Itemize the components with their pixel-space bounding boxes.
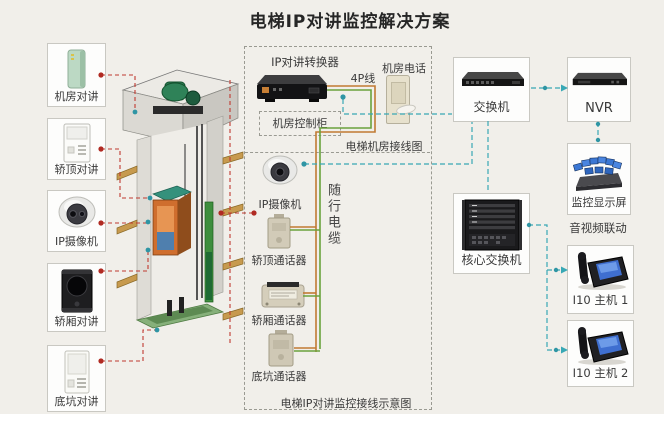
car-top-talker-label: 轿顶通话器 xyxy=(251,254,307,267)
core-switch-icon xyxy=(454,198,529,258)
device-label: 轿顶对讲 xyxy=(54,163,99,176)
host2-box: I10 主机 2 xyxy=(567,320,634,387)
wiring-diagram-border xyxy=(244,46,432,410)
nvr-label: NVR xyxy=(585,101,613,116)
page-title: 电梯IP对讲监控解决方案 xyxy=(249,12,451,32)
bottom-margin xyxy=(0,414,664,429)
nvr-icon xyxy=(568,69,630,93)
traveling-cable-label: 随行电缆 xyxy=(325,183,340,247)
car-top-intercom-box: 轿顶对讲 xyxy=(47,118,106,180)
host1-label: I10 主机 1 xyxy=(572,293,629,307)
device-label: 机房对讲 xyxy=(54,90,99,103)
device-label: 轿厢对讲 xyxy=(54,315,99,328)
car-intercom-box: 轿厢对讲 xyxy=(47,263,106,332)
car-top-talker-icon xyxy=(267,214,291,254)
wiring-camera-label: IP摄像机 xyxy=(258,198,302,211)
machine-room-phone-label: 机房电话 xyxy=(382,62,426,75)
switch-box: 交换机 xyxy=(453,57,530,122)
monitor-screen-label: 监控显示屏 xyxy=(571,196,627,209)
device-label: IP摄像机 xyxy=(55,235,98,248)
wiring-dome-camera-icon xyxy=(261,155,299,191)
converter-label: IP对讲转换器 xyxy=(271,55,339,69)
control-cabinet-box: 机房控制柜 xyxy=(259,111,341,136)
pit-intercom-box: 底坑对讲 xyxy=(47,345,106,412)
host2-label: I10 主机 2 xyxy=(572,366,629,380)
dome-camera-icon xyxy=(48,195,105,233)
core-switch-box: 核心交换机 xyxy=(453,193,530,274)
car-intercom-icon xyxy=(48,268,105,318)
car-talker-icon xyxy=(261,281,305,315)
ip-converter-icon xyxy=(257,72,327,108)
switch-label: 交换机 xyxy=(473,100,510,114)
host1-box: I10 主机 1 xyxy=(567,245,634,314)
pit-talker-icon xyxy=(267,330,295,372)
wire-4p-label: 4P线 xyxy=(350,72,376,85)
switch-icon xyxy=(454,69,529,93)
ip-phone-icon xyxy=(568,324,633,370)
ip-phone-icon xyxy=(568,249,633,295)
monitor-screen-box: 监控显示屏 xyxy=(567,143,631,215)
car-top-intercom-icon xyxy=(48,123,105,167)
ip-camera-box: IP摄像机 xyxy=(47,190,106,252)
control-cabinet-label: 机房控制柜 xyxy=(272,117,328,130)
nvr-box: NVR xyxy=(567,57,631,122)
av-linkage-label: 音视频联动 xyxy=(569,221,627,235)
device-label: 底坑对讲 xyxy=(54,395,99,408)
machine-room-phone-icon xyxy=(386,75,410,124)
machine-room-intercom-icon xyxy=(48,48,105,94)
car-talker-label: 轿厢通话器 xyxy=(251,314,307,327)
machine-room-caption: 电梯机房接线图 xyxy=(345,140,423,153)
core-switch-label: 核心交换机 xyxy=(461,253,522,267)
pit-talker-label: 底坑通话器 xyxy=(251,370,307,383)
monitor-wall-icon xyxy=(568,147,630,197)
pit-intercom-icon xyxy=(48,350,105,398)
machine-room-intercom-box: 机房对讲 xyxy=(47,43,106,107)
wiring-diagram-caption: 电梯IP对讲监控接线示意图 xyxy=(280,397,412,410)
elevator-shaft-illustration xyxy=(116,69,244,329)
